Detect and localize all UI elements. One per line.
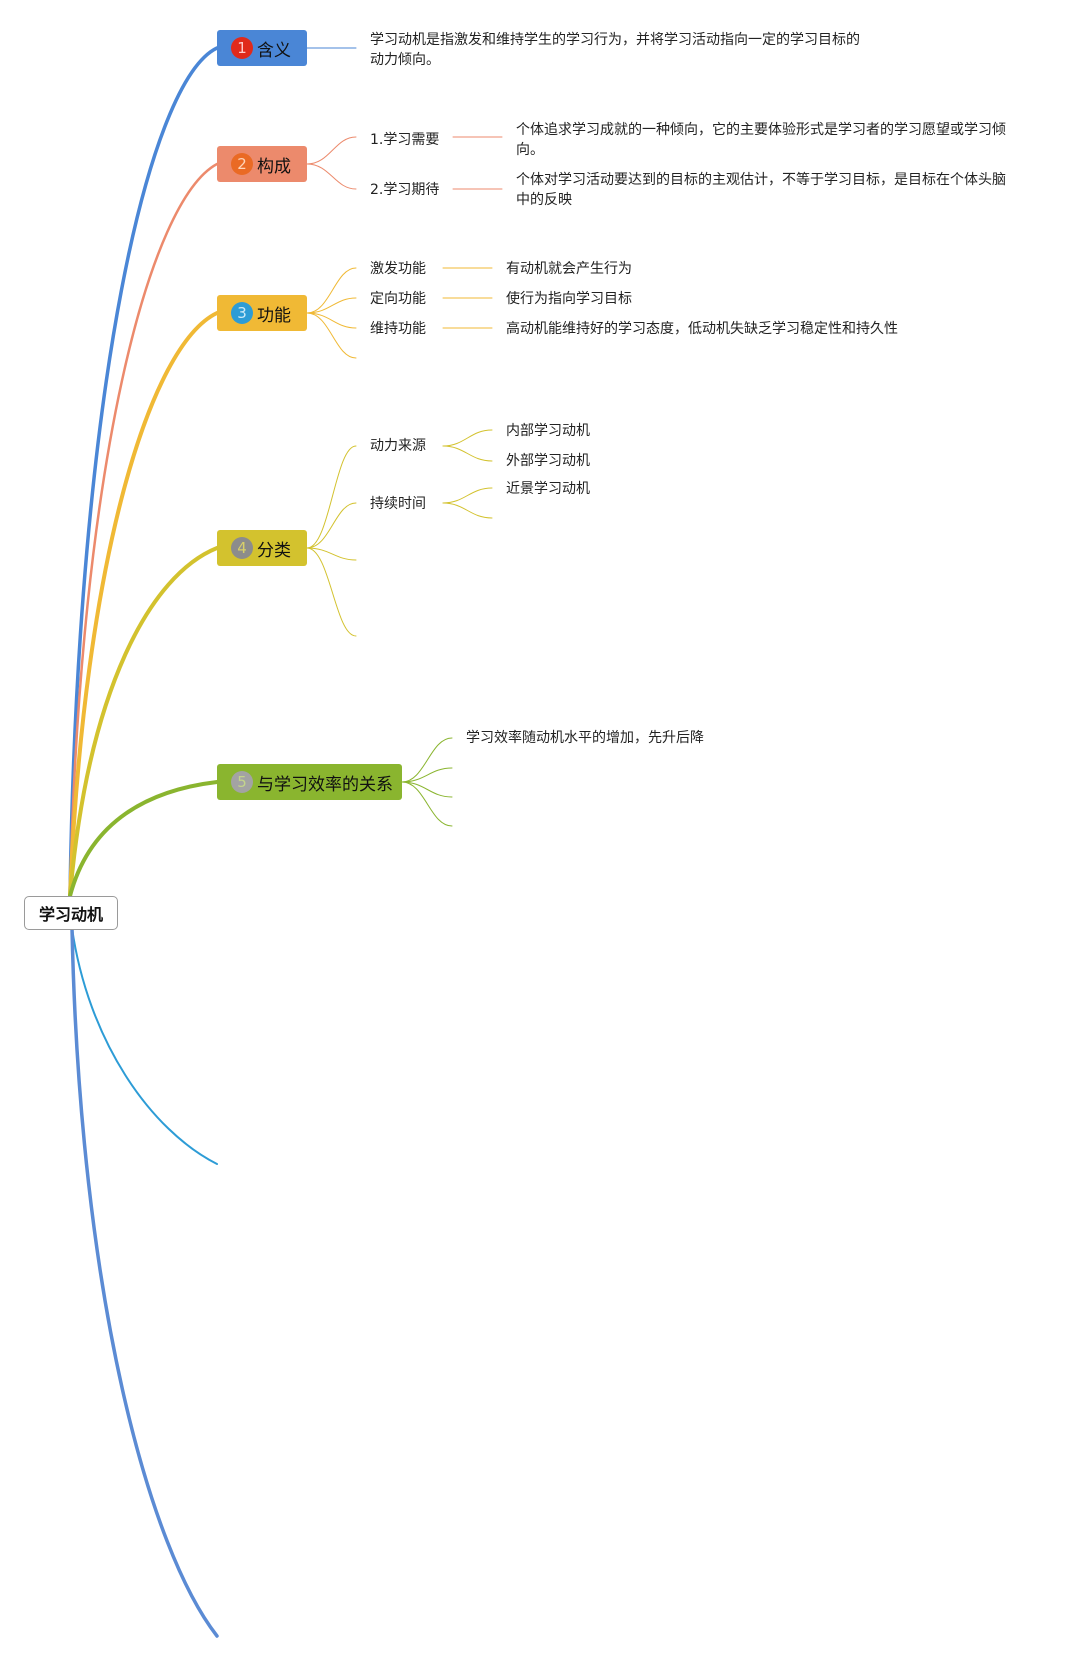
function-item-maintain[interactable]: 维持功能 xyxy=(370,321,426,337)
number-badge-5: 5 xyxy=(231,771,253,793)
number-badge-4: 4 xyxy=(231,537,253,559)
function-item-orient[interactable]: 定向功能 xyxy=(370,291,426,307)
branch-label-meaning: 含义 xyxy=(257,40,291,61)
connector-function-child-1 xyxy=(306,267,357,314)
connector-source-item-2 xyxy=(442,445,493,462)
connector-function-child-2 xyxy=(306,297,357,314)
connector-root-to-composition xyxy=(68,162,219,898)
branch-label-category: 分类 xyxy=(257,540,291,561)
branch-node-meaning[interactable]: 1 含义 xyxy=(217,30,307,66)
near-term-motivation-item[interactable]: 近景学习动机 xyxy=(506,481,590,497)
number-badge-1: 1 xyxy=(231,37,253,59)
connector-source-item-1 xyxy=(442,429,493,447)
external-motivation-item[interactable]: 外部学习动机 xyxy=(506,453,590,469)
connector-efficiency-child-empty-3 xyxy=(401,781,453,827)
number-badge-3: 3 xyxy=(231,302,253,324)
root-node[interactable]: 学习动机 xyxy=(24,896,118,930)
branch-node-efficiency-relation[interactable]: 5 与学习效率的关系 xyxy=(217,764,402,800)
stimulate-detail[interactable]: 有动机就会产生行为 xyxy=(506,261,632,277)
learning-need-detail[interactable]: 个体追求学习成就的一种倾向，它的主要体验形式是学习者的学习愿望或学习倾向。 xyxy=(516,122,1006,158)
number-badge-2: 2 xyxy=(231,153,253,175)
connector-root-to-function xyxy=(68,311,219,898)
connector-root-to-meaning xyxy=(68,46,219,898)
connector-duration-item-1 xyxy=(442,487,493,504)
connector-efficiency-child-empty-1 xyxy=(401,767,453,783)
connector-composition-child-2 xyxy=(306,163,357,190)
connector-efficiency-child-1 xyxy=(401,737,453,783)
learning-expectation-detail[interactable]: 个体对学习活动要达到的目标的主观估计，不等于学习目标，是目标在个体头脑中的反映 xyxy=(516,172,1006,208)
connector-root-to-efficiency xyxy=(68,780,219,898)
category-item-power-source[interactable]: 动力来源 xyxy=(370,438,426,454)
function-item-stimulate[interactable]: 激发功能 xyxy=(370,261,426,277)
orient-detail[interactable]: 使行为指向学习目标 xyxy=(506,291,632,307)
branch-node-category[interactable]: 4 分类 xyxy=(217,530,307,566)
connector-root-to-empty-branch-6 xyxy=(71,927,218,1165)
connector-category-child-2 xyxy=(306,502,357,549)
branch-node-composition[interactable]: 2 构成 xyxy=(217,146,307,182)
connector-function-child-3 xyxy=(306,312,357,329)
branch-label-composition: 构成 xyxy=(257,156,291,177)
meaning-definition-text[interactable]: 学习动机是指激发和维持学生的学习行为，并将学习活动指向一定的学习目标的动力倾向。 xyxy=(370,32,860,68)
connector-category-child-empty-2 xyxy=(306,547,357,637)
connector-function-child-empty xyxy=(306,312,357,359)
connector-root-to-empty-branch-7 xyxy=(70,926,219,1638)
connector-efficiency-child-empty-2 xyxy=(401,781,453,798)
branch-label-efficiency-relation: 与学习效率的关系 xyxy=(257,774,393,795)
composition-item-learning-expectation[interactable]: 2.学习期待 xyxy=(370,182,440,198)
connector-category-child-empty-1 xyxy=(306,547,357,561)
maintain-detail[interactable]: 高动机能维持好的学习态度，低动机失缺乏学习稳定性和持久性 xyxy=(506,321,898,337)
branch-label-function: 功能 xyxy=(257,305,291,326)
category-item-duration[interactable]: 持续时间 xyxy=(370,496,426,512)
connector-composition-child-1 xyxy=(306,136,357,165)
connector-root-to-category xyxy=(68,546,219,898)
internal-motivation-item[interactable]: 内部学习动机 xyxy=(506,423,590,439)
branch-node-function[interactable]: 3 功能 xyxy=(217,295,307,331)
efficiency-relation-text[interactable]: 学习效率随动机水平的增加，先升后降 xyxy=(466,730,704,746)
connector-category-child-1 xyxy=(306,445,357,549)
composition-item-learning-need[interactable]: 1.学习需要 xyxy=(370,132,440,148)
connector-duration-item-empty xyxy=(442,502,493,519)
